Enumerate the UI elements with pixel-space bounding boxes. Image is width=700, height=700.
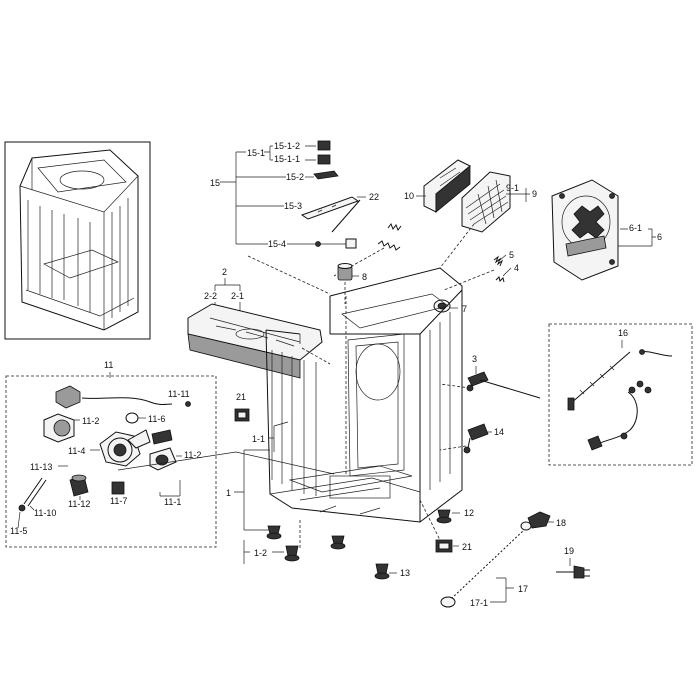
- label-14: 14: [494, 427, 504, 437]
- part-11-7-clip: [111, 481, 125, 495]
- part-15-1-1-clip: [317, 154, 331, 165]
- label-11-4: 11-4: [68, 446, 85, 456]
- part-14-damper: 14: [463, 423, 504, 454]
- part-1-cabinet: [265, 267, 463, 548]
- label-19: 19: [564, 546, 574, 556]
- label-11-2-right: 11-2: [184, 450, 201, 460]
- part-22-rod: [331, 199, 361, 233]
- label-11-11: 11-11: [168, 389, 190, 399]
- part-2-control-panel: 2 2-2 2-1: [187, 267, 323, 379]
- part-6-rear-cover: 6-1 6: [551, 179, 662, 281]
- leveling-feet: [266, 509, 452, 580]
- label-1-1: 1-1: [252, 434, 265, 444]
- cabinet-labels: 21 1-1 1 1-2 12 13 21: [226, 392, 474, 580]
- label-21-top: 21: [236, 392, 246, 402]
- label-17-1: 17-1: [470, 598, 488, 608]
- part-9-housing: 9-1 9: [461, 171, 537, 233]
- part-3-damper: 3: [466, 354, 541, 399]
- part-15-assembly: 15-1-2 15-1 15-1-1 15 15-2 15-3 22 15-4: [210, 140, 379, 249]
- label-21-bottom: 21: [462, 542, 472, 552]
- label-1: 1: [226, 488, 231, 498]
- part-18-elbow: 18: [527, 511, 566, 529]
- label-11-5: 11-5: [10, 526, 27, 536]
- label-6: 6: [657, 232, 662, 242]
- label-15-2: 15-2: [286, 172, 304, 182]
- label-2-1: 2-1: [231, 291, 244, 301]
- label-12: 12: [464, 508, 474, 518]
- label-15-1-1: 15-1-1: [274, 154, 300, 164]
- label-8: 8: [362, 272, 367, 282]
- label-2: 2: [222, 267, 227, 277]
- leader-lines: [247, 223, 475, 451]
- part-19-power-cord: 19: [556, 546, 590, 579]
- label-11-7: 11-7: [110, 496, 127, 506]
- label-11-2-left: 11-2: [82, 416, 99, 426]
- part-15-1-2-clip: [317, 140, 331, 151]
- part-15-4-sensor: [345, 238, 357, 249]
- part-7: 7: [433, 299, 467, 314]
- label-11-10: 11-10: [34, 508, 56, 518]
- part-10-drawer: 10: [404, 159, 471, 213]
- label-15-1: 15-1: [247, 148, 265, 158]
- label-17: 17: [518, 584, 528, 594]
- label-11-6: 11-6: [148, 414, 165, 424]
- part-8: 8: [337, 263, 367, 304]
- label-11-12: 11-12: [68, 499, 90, 509]
- label-15-1-2: 15-1-2: [274, 141, 300, 151]
- label-4: 4: [514, 263, 519, 273]
- label-9-1: 9-1: [506, 183, 519, 193]
- part-15-2-bracket: [313, 170, 339, 180]
- label-11: 11: [104, 360, 113, 370]
- part-11-pump-group: 11 11-11 11-2 11-6 11-4 11-2 11-13 11-12: [5, 360, 335, 548]
- label-15: 15: [210, 178, 220, 188]
- label-11-1: 11-1: [164, 497, 181, 507]
- inset-cabinet-view: [4, 141, 151, 340]
- label-5: 5: [509, 250, 514, 260]
- label-9: 9: [532, 189, 537, 199]
- label-3: 3: [472, 354, 477, 364]
- part-16-harness: 16: [548, 323, 693, 466]
- label-2-2: 2-2: [204, 291, 217, 301]
- label-16: 16: [618, 328, 628, 338]
- label-10: 10: [404, 191, 414, 201]
- label-22: 22: [369, 192, 379, 202]
- label-13: 13: [400, 568, 410, 578]
- label-11-13: 11-13: [30, 462, 52, 472]
- label-1-2: 1-2: [254, 548, 267, 558]
- part-17-drain-hose: 17 17-1: [440, 521, 532, 608]
- label-18: 18: [556, 518, 566, 528]
- part-11-13-hose: [23, 477, 43, 505]
- part-11-11-connector: [55, 385, 81, 409]
- label-6-1: 6-1: [629, 223, 642, 233]
- part-15-3-rail: [300, 196, 360, 220]
- label-15-4: 15-4: [268, 239, 286, 249]
- label-7: 7: [462, 304, 467, 314]
- label-15-3: 15-3: [284, 201, 302, 211]
